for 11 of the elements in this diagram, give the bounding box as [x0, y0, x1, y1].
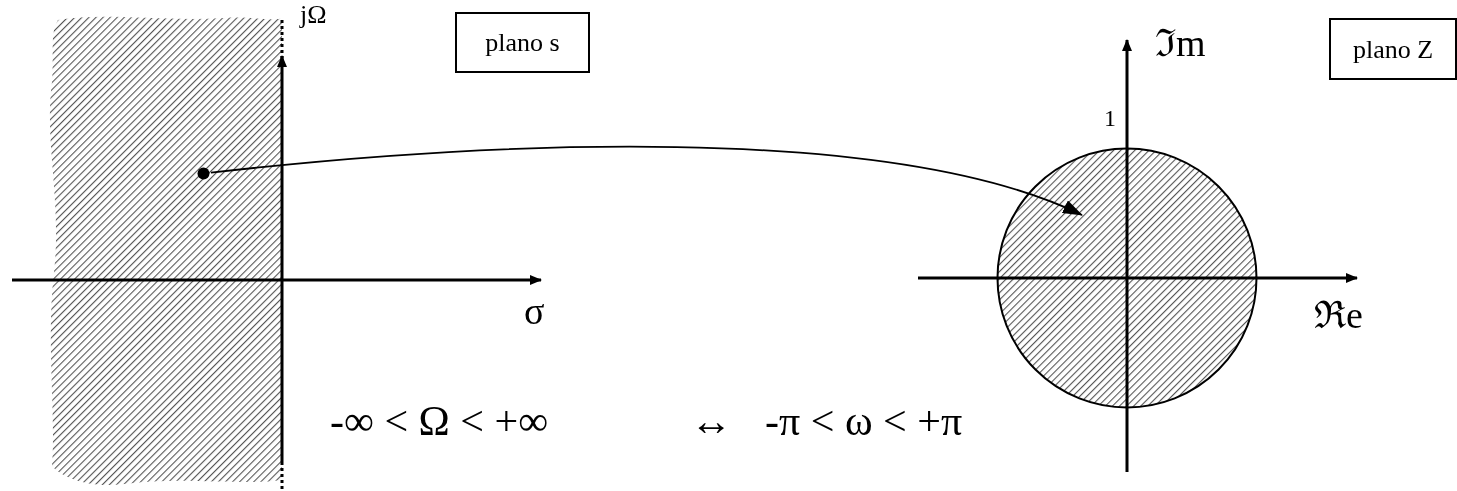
mapping-arrow: [210, 146, 1083, 216]
label-box: plano s: [455, 12, 590, 73]
axis-label: -π < ω < +π: [765, 400, 963, 442]
axis-label: ℑm: [1155, 24, 1206, 62]
axis-label: σ: [524, 292, 545, 330]
axis-label: ℜe: [1314, 296, 1363, 334]
axis-label: -∞ < Ω < +∞: [330, 400, 549, 442]
axis-label: 1: [1104, 106, 1116, 130]
label-box: plano Z: [1329, 18, 1457, 80]
axis-label: ↔: [690, 400, 732, 442]
axis-label: jΩ: [300, 2, 327, 28]
